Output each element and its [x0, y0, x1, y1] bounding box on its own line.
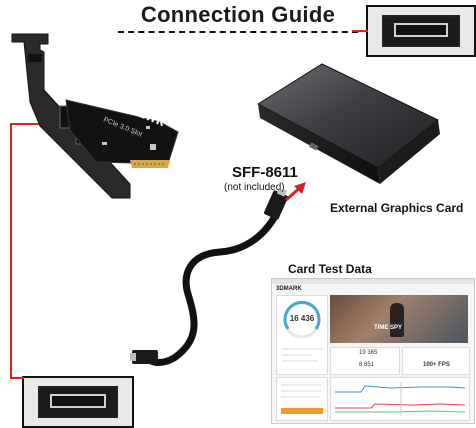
guide-line-to-inset [10, 377, 24, 379]
total-score: 16 436 [289, 314, 315, 323]
monitoring-graph [330, 377, 470, 421]
port-inset-top [366, 5, 476, 57]
window-titlebar [272, 279, 474, 284]
oculink-cable [130, 190, 289, 366]
score-panel: 16 436 [276, 295, 328, 375]
cable-label: SFF-8611 [232, 164, 298, 181]
pcie-adapter-card [11, 33, 179, 199]
cpu-score: 8 851 [359, 362, 375, 368]
external-gpu-enclosure [257, 63, 440, 184]
cable-note: (not included) [224, 182, 285, 193]
title-underline [118, 31, 358, 33]
arrow-icon [285, 182, 306, 202]
settings-panel [276, 377, 328, 421]
benchmark-logo: 3DMARK [276, 286, 302, 292]
benchmark-screenshot: 3DMARK 16 436 TIME SPY 19 365 8 851 100+… [271, 278, 475, 424]
benchmark-hero-image: TIME SPY [330, 295, 468, 343]
run-button[interactable] [281, 408, 323, 414]
sub-scores-panel: 19 365 8 851 [330, 347, 400, 375]
graphics-score: 19 365 [359, 350, 378, 356]
test-data-label: Card Test Data [288, 262, 372, 276]
test-name: TIME SPY [374, 325, 403, 331]
fps-estimate: 100+ FPS [423, 362, 450, 368]
guide-line-top-inset [352, 30, 368, 32]
page-title: Connection Guide [140, 2, 336, 27]
fps-panel: 100+ FPS [402, 347, 470, 375]
guide-line-vertical [10, 123, 12, 379]
score-gauge [283, 300, 321, 339]
port-inset-bottom [22, 376, 134, 428]
egpu-label: External Graphics Card [330, 201, 464, 215]
